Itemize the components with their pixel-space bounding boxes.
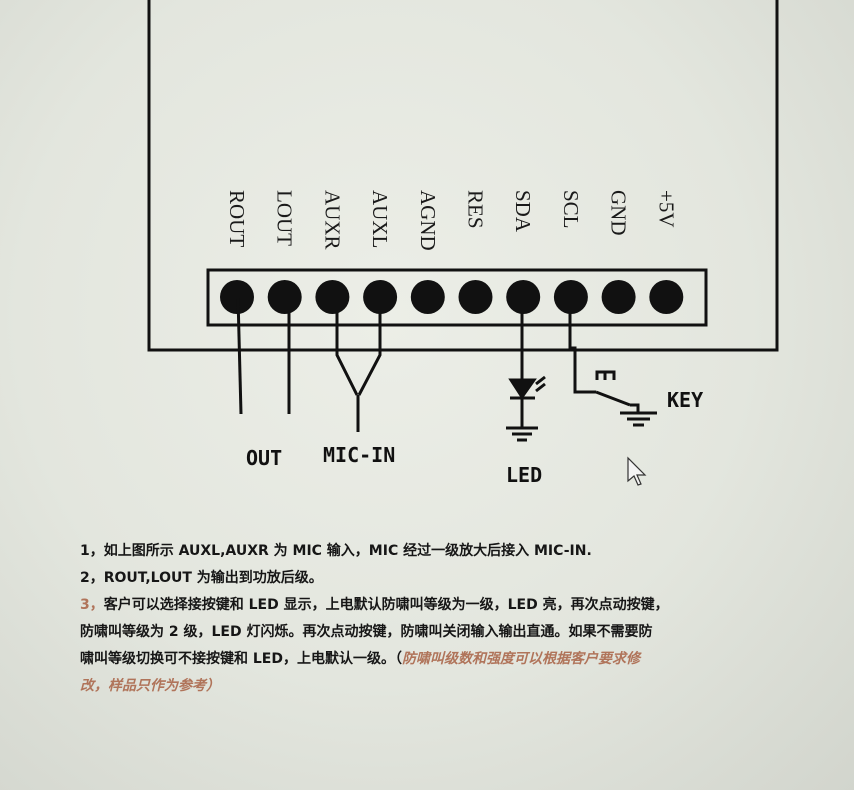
pin-gnd — [601, 280, 636, 314]
key-switch-symbol — [568, 297, 640, 413]
pin-label-auxl: AUXL — [368, 190, 392, 248]
pin-label-scl: SCL — [559, 190, 583, 229]
note-line-2: 2，ROUT,LOUT 为输出到功放后级。 — [80, 570, 323, 586]
pin-label-auxr: AUXR — [320, 190, 344, 250]
note-5-text: 啸叫等级切换可不接按键和 LED，上电默认一级。（ — [80, 651, 402, 667]
pin-res — [458, 280, 493, 314]
led-label: LED — [506, 463, 542, 487]
pin-label-sda: SDA — [511, 190, 535, 233]
note-line-1: 1，如上图所示 AUXL,AUXR 为 MIC 输入，MIC 经过一级放大后接入… — [80, 543, 592, 559]
mic-in-label: MIC-IN — [323, 443, 395, 467]
note-3-number: 3， — [80, 597, 104, 613]
out-label: OUT — [246, 446, 282, 470]
pin-label-agnd: AGND — [416, 190, 440, 251]
key-label: KEY — [667, 388, 703, 412]
pin-label-plus-5v: +5V — [654, 190, 678, 228]
led-ground-symbol — [506, 426, 538, 442]
key-ground-symbol — [620, 411, 657, 427]
note-6-accent: 改，样品只作为参考） — [80, 678, 220, 694]
pin-auxr — [315, 280, 350, 314]
pin-agnd — [410, 280, 445, 314]
note-3-text: 客户可以选择接按键和 LED 显示，上电默认防啸叫等级为一级，LED 亮，再次点… — [103, 597, 669, 613]
pin-label-lout: LOUT — [273, 190, 297, 246]
pin-label-rout: ROUT — [225, 190, 249, 247]
pin-labels: ROUT LOUT AUXR AUXL AGND RES SDA SCL GND +5V — [225, 190, 678, 251]
note-line-4: 防啸叫等级为 2 级，LED 灯闪烁。再次点动按键，防啸叫关闭输入输出直通。如果… — [80, 624, 653, 640]
note-line-3: 3，客户可以选择接按键和 LED 显示，上电默认防啸叫等级为一级，LED 亮，再… — [80, 592, 810, 619]
pin-plus-5v — [649, 280, 684, 314]
pin-lout — [267, 280, 302, 314]
module-outline — [147, 0, 779, 352]
mic-in-wires — [335, 297, 382, 432]
note-line-5: 啸叫等级切换可不接按键和 LED，上电默认一级。（防啸叫级数和强度可以根据客户要… — [80, 646, 810, 673]
notes-section: 1，如上图所示 AUXL,AUXR 为 MIC 输入，MIC 经过一级放大后接入… — [80, 538, 810, 700]
mouse-pointer-icon — [627, 456, 647, 486]
pin-label-res: RES — [464, 190, 488, 229]
note-line-6: 改，样品只作为参考） — [80, 673, 810, 700]
pin-rout — [220, 280, 254, 314]
out-wires — [236, 296, 291, 415]
pin-label-gnd: GND — [607, 190, 631, 236]
led-symbol — [508, 297, 546, 428]
note-5-accent: 防啸叫级数和强度可以根据客户要求修 — [401, 651, 640, 667]
pin-header — [206, 268, 708, 327]
